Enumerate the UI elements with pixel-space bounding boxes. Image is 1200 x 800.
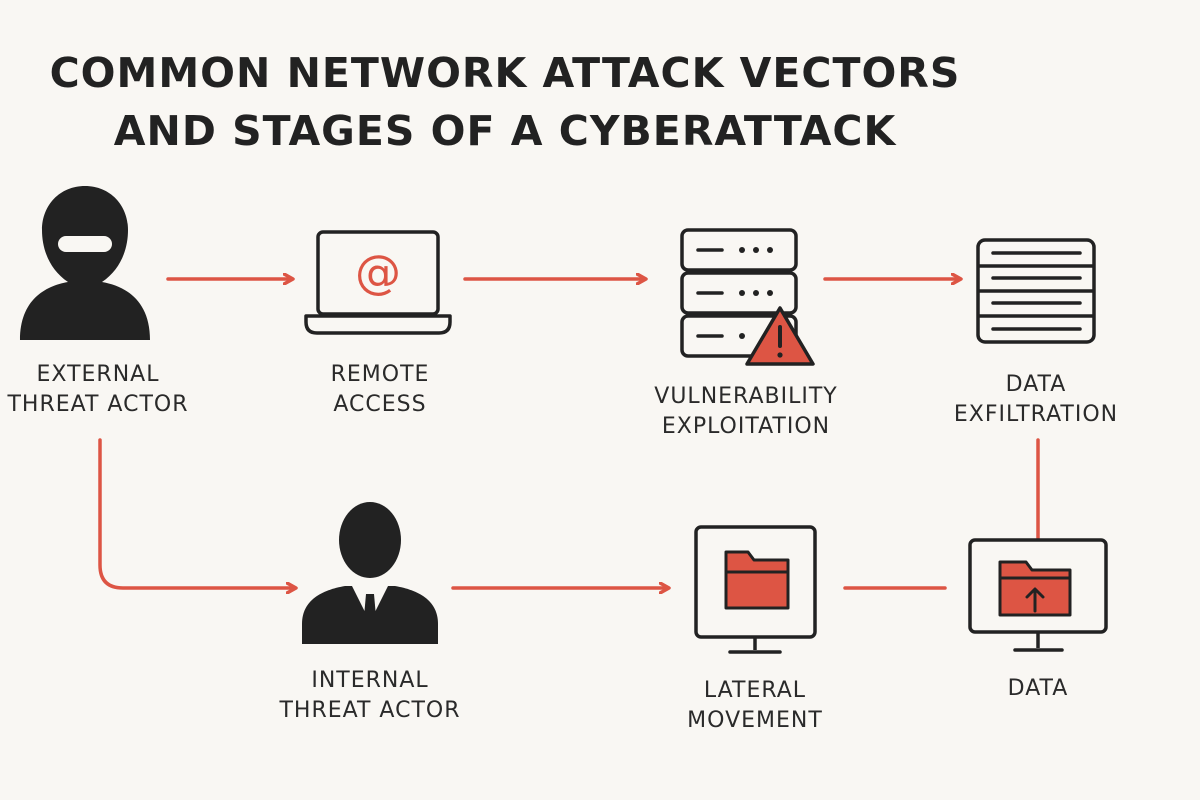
document-list-icon — [976, 238, 1096, 344]
folder-upload-icon — [998, 560, 1072, 617]
label-internal-threat-actor: INTERNAL THREAT ACTOR — [279, 668, 461, 723]
label-data: DATA — [1007, 676, 1069, 701]
label-remote-access: REMOTE ACCESS — [330, 362, 430, 417]
server-warning-icon — [680, 228, 815, 366]
monitor-folder-upload-icon — [968, 538, 1108, 652]
laptop-at-sign-icon: @ — [304, 230, 452, 335]
label-lateral-movement: LATERAL MOVEMENT — [687, 678, 823, 733]
page-title: COMMON NETWORK ATTACK VECTORS AND STAGES… — [0, 44, 1010, 160]
label-data-exfiltration: DATA EXFILTRATION — [953, 372, 1119, 427]
arrow-external-to-internal — [98, 438, 295, 588]
title-line-2: AND STAGES OF A CYBERATTACK — [113, 107, 897, 155]
hooded-hacker-icon — [20, 186, 150, 340]
warning-icon — [745, 306, 815, 366]
label-vulnerability-exploitation: VULNERABILITY EXPLOITATION — [654, 384, 838, 439]
label-external-threat-actor: EXTERNAL THREAT ACTOR — [7, 362, 189, 417]
folder-icon — [724, 550, 790, 610]
title-line-1: COMMON NETWORK ATTACK VECTORS — [49, 49, 961, 97]
monitor-folder-icon — [694, 525, 817, 654]
business-person-icon — [302, 502, 438, 644]
at-symbol: @ — [355, 245, 401, 299]
